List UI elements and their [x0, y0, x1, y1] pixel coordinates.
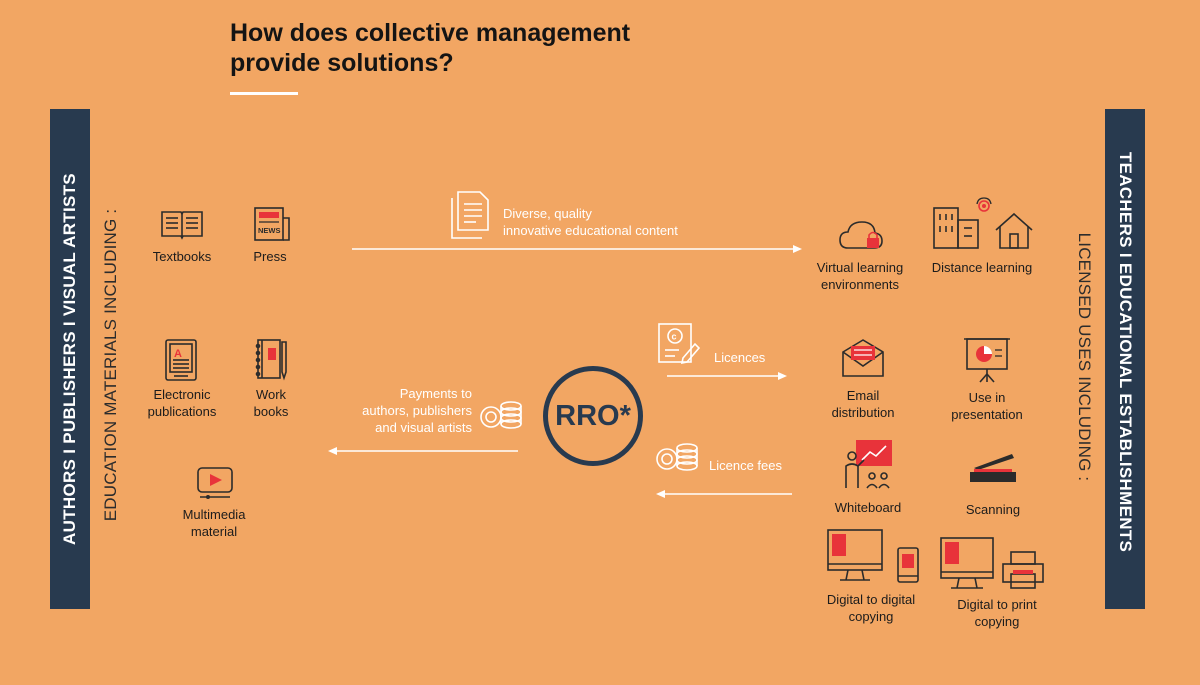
- rro-label: RRO*: [555, 399, 631, 432]
- licences-label: Licences: [714, 350, 766, 365]
- press-label: Press: [253, 249, 287, 264]
- content-flow-label: Diverse, quality innovative educational …: [503, 206, 678, 238]
- title-underline: [230, 92, 298, 95]
- email-icon: [842, 339, 884, 377]
- documents-icon: [451, 191, 489, 239]
- svg-text:A: A: [174, 348, 182, 360]
- distance-learning-label: Distance learning: [931, 260, 1033, 275]
- electronic-publications-label: Electronic publications: [147, 387, 217, 419]
- svg-text:c: c: [672, 332, 677, 342]
- left-stakeholder-bar: [50, 109, 90, 609]
- cloud-lock-icon: [839, 221, 883, 249]
- email-distribution-label: Email distribution: [831, 388, 895, 420]
- content-arrow: [352, 245, 802, 253]
- use-in-presentation-label: Use in presentation: [951, 390, 1023, 422]
- presentation-icon: [964, 338, 1010, 383]
- textbooks-label: Textbooks: [152, 249, 212, 264]
- licence-fees-arrow: [656, 490, 792, 498]
- right-bar-label: TEACHERS I EDUCATIONAL ESTABLISHMENTS: [1116, 151, 1135, 553]
- virtual-learning-label: Virtual learning environments: [816, 260, 904, 292]
- ereader-icon: A: [165, 339, 197, 381]
- work-books-label: Work books: [253, 387, 289, 419]
- right-stakeholder-bar: [1105, 109, 1145, 609]
- certificate-icon: c: [658, 323, 701, 365]
- left-bar-label: AUTHORS I PUBLISHERS I VISUAL ARTISTS: [60, 173, 79, 545]
- buildings-home-icon: [933, 197, 1033, 249]
- scanner-icon: [970, 454, 1016, 482]
- book-icon: [161, 211, 203, 240]
- monitor-phone-icon: [827, 529, 919, 583]
- newspaper-icon: NEWS: [254, 207, 290, 241]
- payments-arrow: [328, 447, 518, 455]
- whiteboard-label: Whiteboard: [834, 500, 902, 515]
- title-line-2: provide solutions?: [230, 49, 454, 77]
- digital-to-digital-label: Digital to digital copying: [826, 592, 916, 624]
- page-title: How does collective management provide s…: [230, 18, 630, 78]
- left-subtitle: EDUCATION MATERIALS INCLUDING :: [101, 208, 120, 522]
- svg-text:NEWS: NEWS: [258, 226, 281, 235]
- whiteboard-icon: [845, 440, 892, 489]
- digital-to-print-label: Digital to print copying: [957, 597, 1037, 629]
- video-icon: [197, 467, 233, 499]
- scanning-label: Scanning: [965, 502, 1021, 517]
- monitor-printer-icon: [940, 537, 1044, 589]
- notebook-icon: [255, 339, 287, 381]
- coins-icon: [480, 401, 522, 429]
- licence-fees-label: Licence fees: [709, 458, 782, 473]
- multimedia-material-label: Multimedia material: [182, 507, 246, 539]
- rro-circle: RRO*: [543, 366, 643, 466]
- licences-arrow: [667, 372, 787, 380]
- payments-label: Payments to authors, publishers and visu…: [362, 386, 472, 435]
- coins-icon: [656, 443, 698, 471]
- title-line-1: How does collective management: [230, 19, 631, 47]
- right-subtitle: LICENSED USES INCLUDING :: [1075, 232, 1094, 482]
